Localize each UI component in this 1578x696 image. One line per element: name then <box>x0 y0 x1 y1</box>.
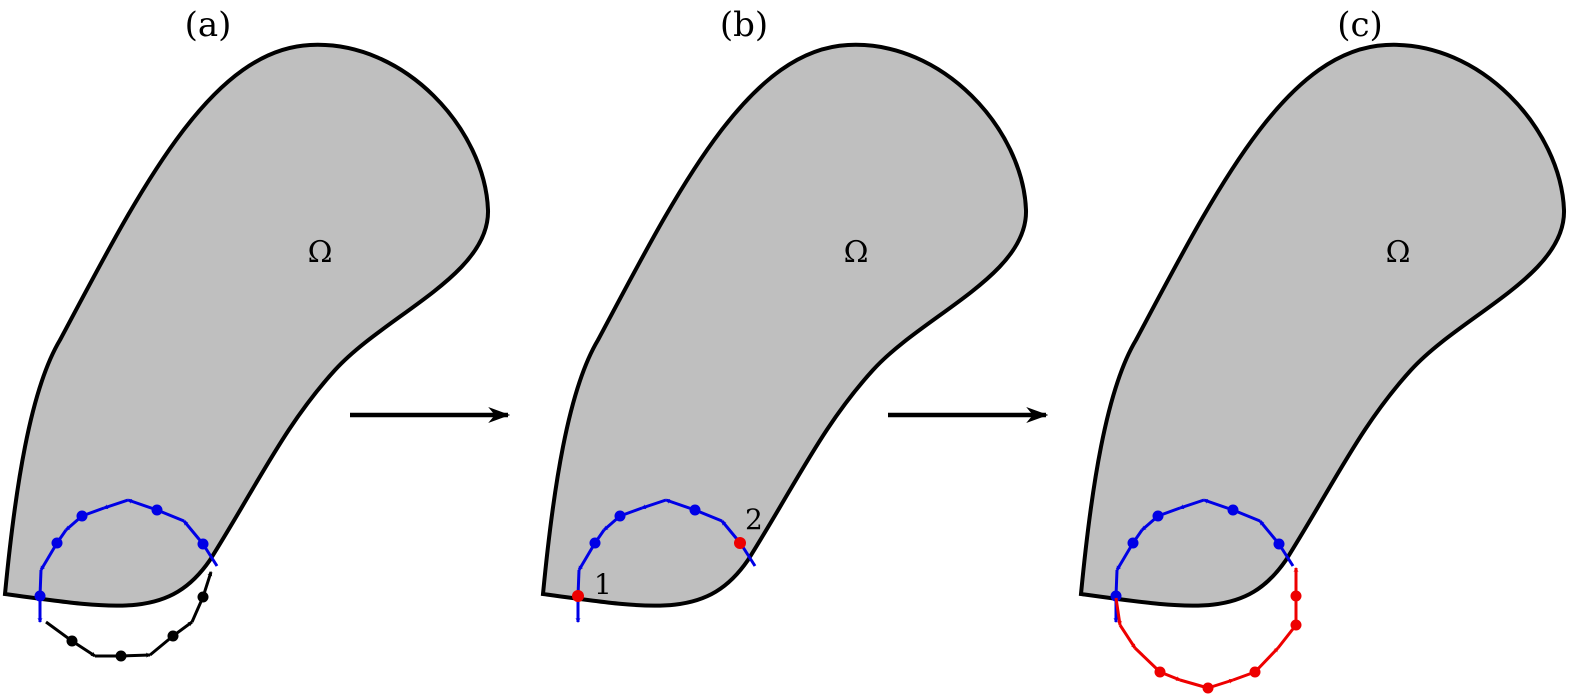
region-omega <box>2 42 491 608</box>
red-chain-segment <box>1133 646 1162 674</box>
red-chain-segment <box>1118 624 1137 649</box>
red-chain-segment <box>1114 597 1122 626</box>
panel-label: (b) <box>720 5 768 45</box>
black-outer-arc <box>45 571 213 662</box>
blue-inner-arc <box>575 498 757 623</box>
red-chain-node <box>1290 590 1302 602</box>
blue-chain-node <box>1273 538 1285 550</box>
blue-chain-node <box>689 504 701 516</box>
red-chain-node <box>1154 666 1166 678</box>
marker-label-1: 1 <box>594 568 612 601</box>
red-chain-segment <box>1253 646 1280 674</box>
region-label: Ω <box>844 235 869 270</box>
region-label: Ω <box>1386 235 1411 270</box>
black-chain-node <box>115 650 127 662</box>
blue-chain-node <box>76 510 88 522</box>
blue-chain-node <box>1127 537 1139 549</box>
panel-c: (c) Ω <box>1078 5 1567 694</box>
black-chain-node <box>66 635 78 647</box>
black-chain-node <box>167 630 179 642</box>
red-chain-node <box>1202 682 1214 694</box>
blue-chain-node <box>1227 504 1239 516</box>
panel-label: (a) <box>185 5 232 45</box>
blue-chain-node <box>151 504 163 516</box>
red-chain-node <box>1290 619 1302 631</box>
blue-chain-node <box>589 537 601 549</box>
blue-chain-node <box>1152 510 1164 522</box>
blue-inner-arc <box>34 498 219 623</box>
blue-chain-node <box>51 537 63 549</box>
marker-label-2: 2 <box>745 503 763 536</box>
red-outer-arc <box>1114 567 1302 694</box>
blue-chain-node <box>197 538 209 550</box>
blue-chain-segment <box>641 498 667 510</box>
panel-b: (b) Ω 1 2 <box>540 5 1029 623</box>
red-chain-node <box>1249 666 1261 678</box>
panel-label: (c) <box>1337 5 1383 45</box>
region-omega <box>1078 42 1567 608</box>
blue-chain-node <box>614 510 626 522</box>
black-chain-node <box>197 591 209 603</box>
region-omega <box>540 42 1029 608</box>
blue-chain-segment <box>103 498 129 510</box>
blue-chain-segment <box>1179 498 1205 510</box>
panel-a: (a) Ω <box>2 5 491 662</box>
red-marker-1 <box>572 590 584 602</box>
region-label: Ω <box>308 235 333 270</box>
blue-chain-node <box>34 590 46 602</box>
blue-chain-node <box>1110 590 1122 602</box>
red-marker-2 <box>734 537 746 549</box>
